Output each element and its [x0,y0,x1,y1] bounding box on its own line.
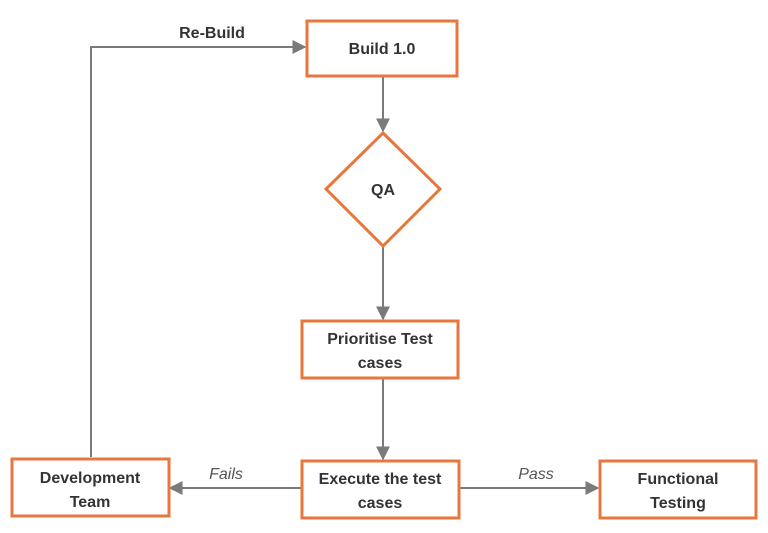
development-box [10,457,171,518]
functional-label-line1: Functional [638,471,719,488]
connector-development-to-build [90,40,307,457]
execute-node: Execute the test cases [300,459,461,520]
build-node: Build 1.0 [305,19,459,78]
pass-label: Pass [518,466,554,483]
functional-box [598,459,758,520]
prioritise-label-line2: cases [358,355,403,372]
functional-label-line2: Testing [650,495,706,512]
development-label-line2: Team [70,494,111,511]
prioritise-node: Prioritise Test cases [300,319,460,380]
qa-node: QA [323,130,443,249]
execute-label-line1: Execute the test [319,471,442,488]
qa-label: QA [371,182,395,199]
development-label-line1: Development [40,470,141,487]
execute-box [300,459,461,520]
prioritise-box [300,319,460,380]
qa-diamond [323,130,443,249]
build-box [305,19,459,78]
rebuild-label: Re-Build [179,25,245,42]
fails-label: Fails [209,466,243,483]
functional-node: Functional Testing [598,459,758,520]
development-node: Development Team [10,457,171,518]
prioritise-label-line1: Prioritise Test [327,331,433,348]
build-label: Build 1.0 [349,41,416,58]
execute-label-line2: cases [358,495,403,512]
